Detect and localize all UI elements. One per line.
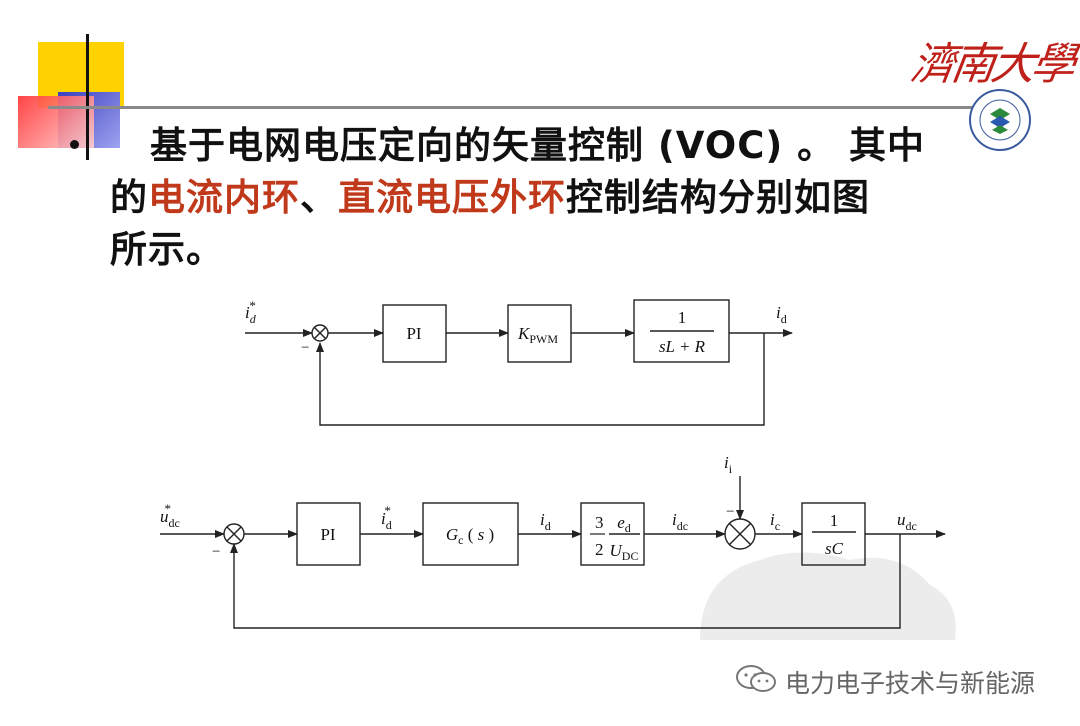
watermark-shape: [700, 552, 956, 640]
wechat-icon: [736, 665, 776, 692]
body-line-2: 的电流内环、直流电压外环控制结构分别如图: [110, 176, 870, 219]
outer-ii-minus-sign: −: [726, 504, 734, 520]
outer-ic-label: ic: [770, 510, 780, 533]
inner-current-loop: [245, 299, 793, 426]
outer-voltage-loop: [160, 476, 946, 629]
outer-id-label: id: [540, 510, 551, 533]
inner-output-label: id: [776, 303, 787, 326]
inner-pi-label: PI: [406, 324, 421, 343]
body-line-1: 基于电网电压定向的矢量控制 (VOC) 。 其中: [150, 124, 926, 167]
outer-capacitor-numerator: 1: [830, 511, 839, 530]
inner-kpwm-label: KPWM: [517, 324, 558, 346]
outer-gain-udc: UDC: [610, 541, 639, 563]
outer-gain-ed: ed: [617, 513, 631, 535]
outer-pi-label: PI: [320, 525, 335, 544]
outer-gain-three: 3: [595, 513, 604, 532]
deco-vertical-line: [86, 34, 89, 160]
highlight-inner-loop: 电流内环: [148, 176, 300, 219]
outer-idc-label: idc: [672, 510, 688, 533]
bullet-point: [70, 140, 79, 149]
highlight-outer-loop: 直流电压外环: [338, 176, 566, 219]
inner-plant-numerator: 1: [678, 308, 687, 327]
title-rule: [48, 106, 1008, 109]
outer-id-ref-label: id*: [381, 503, 392, 532]
body-line-3: 所示。: [110, 228, 224, 271]
inner-minus-sign: −: [301, 340, 309, 356]
outer-output-label: udc: [897, 510, 917, 533]
inner-plant-denominator: sL + R: [659, 337, 706, 356]
watermark-text: 电力电子技术与新能源: [785, 669, 1036, 698]
deco-square-red: [18, 96, 94, 148]
outer-capacitor-denominator: sC: [825, 539, 844, 558]
inner-plant-block: [633, 299, 730, 363]
slide-body-text: 基于电网电压定向的矢量控制 (VOC) 。 其中 的电流内环、直流电压外环控制结…: [110, 120, 1010, 276]
inner-input-label: id*: [245, 298, 257, 326]
outer-gain-two: 2: [595, 540, 604, 559]
university-seal: [969, 89, 1031, 151]
outer-gc-label: Gc ( s ): [446, 525, 494, 547]
outer-minus-sign: −: [212, 544, 220, 560]
outer-ii-label: ii: [724, 453, 733, 476]
outer-input-label: udc*: [160, 501, 180, 530]
